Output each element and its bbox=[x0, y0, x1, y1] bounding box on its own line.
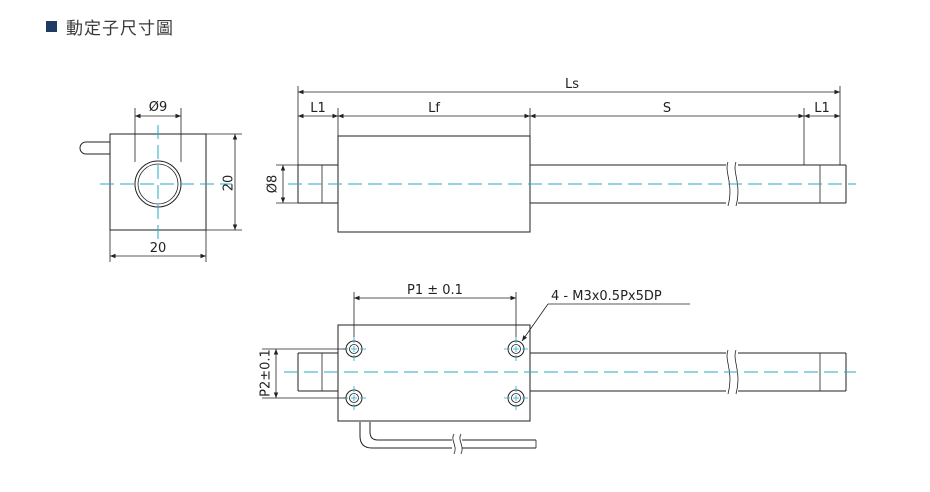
ls-label: Ls bbox=[565, 77, 579, 92]
cable-upper bbox=[359, 422, 536, 449]
cable-break-left bbox=[452, 433, 456, 455]
break-mark-left bbox=[726, 161, 731, 207]
break-mark-right bbox=[734, 161, 739, 207]
mounting-hole bbox=[504, 337, 528, 361]
top-break-mark-left bbox=[726, 349, 731, 395]
section-header: 動定子尺寸圖 bbox=[46, 14, 174, 39]
hole-callout-label: 4 - M3x0.5Px5DP bbox=[551, 289, 662, 304]
dia9-label: Ø9 bbox=[149, 100, 168, 115]
dia8-label: Ø8 bbox=[266, 175, 281, 194]
front-bore-inner bbox=[137, 163, 179, 205]
callout-leader bbox=[521, 303, 549, 342]
top-view: P1 ± 0.1 P2±0.1 4 - M3x0.5Px5DP bbox=[259, 283, 856, 455]
front-view: Ø9 20 20 bbox=[79, 100, 242, 262]
side-view: Ø8 Ls L1 Lf S L1 bbox=[266, 77, 856, 233]
section-title: 動定子尺寸圖 bbox=[66, 19, 174, 39]
mounting-hole bbox=[504, 386, 528, 410]
width-label: 20 bbox=[150, 241, 167, 256]
cable-break-right bbox=[459, 433, 463, 455]
top-break-mark-right bbox=[734, 349, 739, 395]
p2-label: P2±0.1 bbox=[259, 349, 274, 397]
p1-label: P1 ± 0.1 bbox=[407, 283, 463, 298]
cable-lower bbox=[369, 422, 536, 441]
l1-left-label: L1 bbox=[310, 101, 326, 116]
l1-right-label: L1 bbox=[814, 101, 830, 116]
front-cable-stub bbox=[79, 141, 110, 155]
s-label: S bbox=[663, 101, 671, 116]
top-forcer-body bbox=[337, 324, 531, 422]
cable-break-gap bbox=[452, 436, 462, 452]
lf-label: Lf bbox=[428, 101, 440, 116]
square-bullet-icon bbox=[46, 21, 57, 32]
height-label: 20 bbox=[222, 175, 237, 192]
